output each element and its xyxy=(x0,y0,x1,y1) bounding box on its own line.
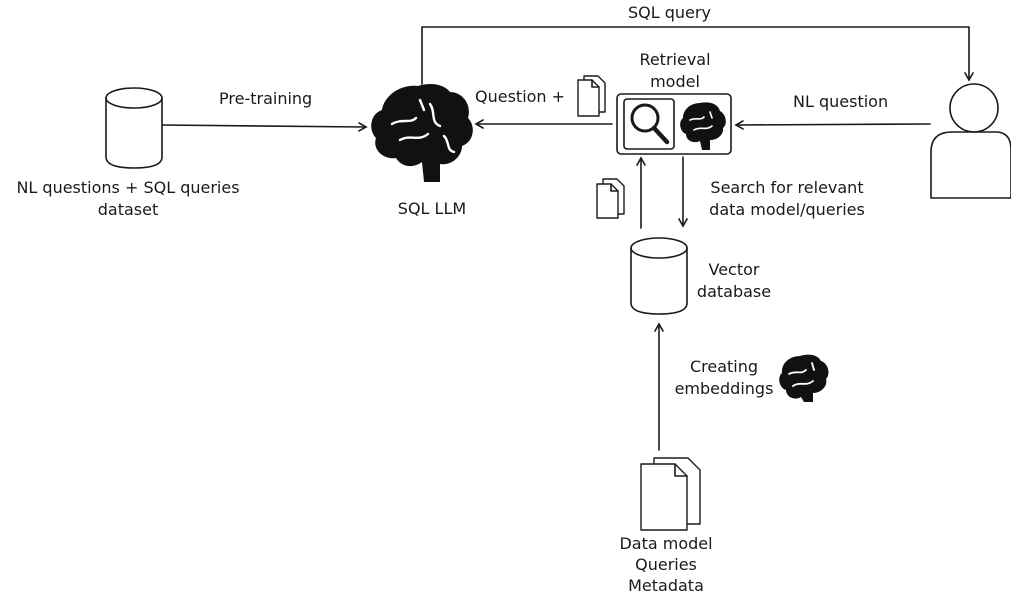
brain-icon xyxy=(680,102,726,150)
arrow-pretraining xyxy=(161,122,368,132)
magnifier-icon xyxy=(623,98,675,150)
label-pre-training: Pre-training xyxy=(219,89,313,108)
label-vector-database: Vector database xyxy=(696,260,772,301)
arrow-nl-question xyxy=(734,120,931,130)
label-nl-question: NL question xyxy=(793,92,889,111)
label-search-relevant: Search for relevant data model/queries xyxy=(709,178,865,219)
label-sql-query: SQL query xyxy=(628,3,711,22)
documents-icon xyxy=(596,178,625,219)
label-creating-embeddings: Creating embeddings xyxy=(674,357,774,398)
documents-icon xyxy=(640,457,701,531)
brain-icon xyxy=(779,354,829,402)
arrow-sql-query xyxy=(421,26,974,85)
database-icon xyxy=(630,237,688,315)
label-sql-llm: SQL LLM xyxy=(397,199,467,218)
database-icon xyxy=(105,87,163,169)
label-retrieval-model: Retrieval model xyxy=(639,50,711,91)
documents-icon xyxy=(577,75,606,117)
label-data-sources: Data model Queries Metadata xyxy=(619,534,713,595)
label-dataset: NL questions + SQL queries dataset xyxy=(16,178,240,219)
connectors xyxy=(161,26,974,451)
user-icon xyxy=(930,83,1011,199)
brain-icon xyxy=(371,84,473,182)
retrieval-model-box xyxy=(616,93,732,155)
label-question-plus: Question + xyxy=(475,87,566,106)
